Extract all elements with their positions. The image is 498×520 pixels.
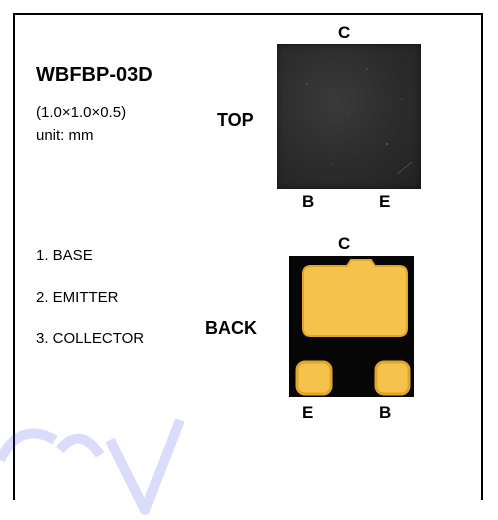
collector-pad — [302, 259, 408, 337]
back-pin-e: E — [302, 403, 314, 422]
pin-list-item-1: 1. BASE — [36, 247, 93, 264]
top-pin-c: C — [338, 23, 351, 42]
back-pin-b: B — [379, 403, 392, 422]
top-chip-image — [277, 44, 421, 189]
pin-list-item-3: 3. COLLECTOR — [36, 330, 145, 347]
top-view-label: TOP — [217, 110, 254, 130]
pin-list-item-2: 2. EMITTER — [36, 289, 119, 306]
back-pin-c: C — [338, 234, 351, 253]
chip-texture — [306, 68, 413, 175]
unit-label: unit: mm — [36, 127, 94, 144]
base-pad — [374, 360, 411, 396]
back-pads — [295, 259, 411, 396]
watermark-logo — [0, 418, 185, 515]
back-view-label: BACK — [205, 318, 257, 338]
emitter-pad — [295, 360, 333, 396]
package-dimensions: (1.0×1.0×0.5) — [36, 104, 127, 121]
panel-frame — [13, 13, 483, 500]
part-number: WBFBP-03D — [36, 64, 153, 86]
back-chip-image — [289, 256, 414, 397]
top-pin-b: B — [302, 192, 315, 211]
top-pin-e: E — [379, 192, 391, 211]
